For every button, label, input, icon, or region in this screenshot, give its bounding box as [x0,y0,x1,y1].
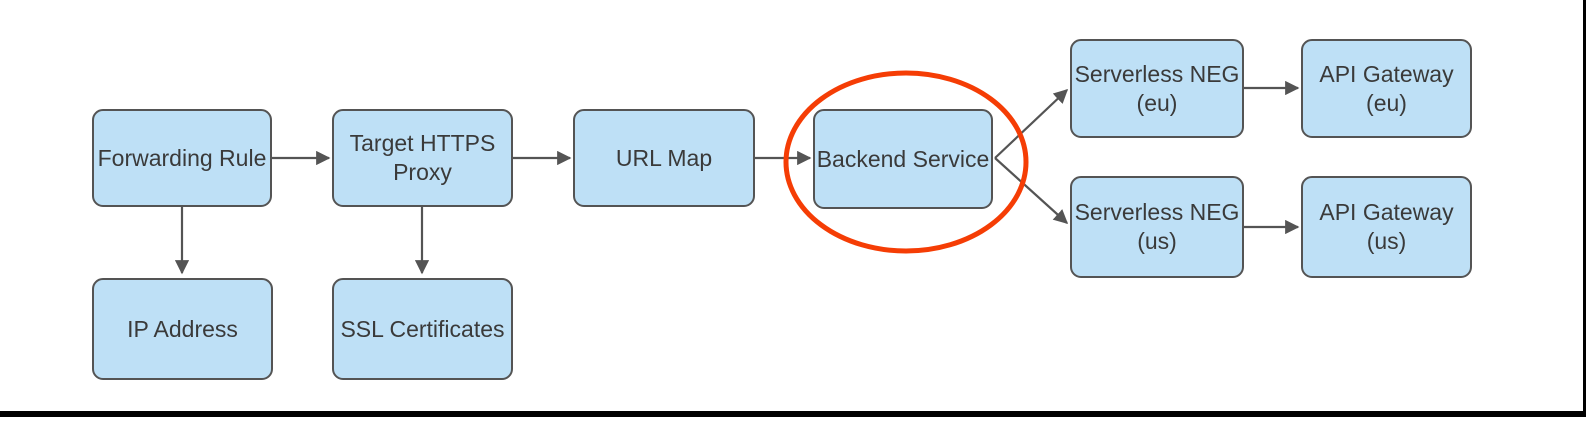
node-label: IP Address [127,315,238,342]
node-label: Target HTTPS [349,130,496,156]
node-label: API Gateway [1319,199,1454,225]
node-label: URL Map [615,144,713,171]
node-label: Serverless NEG [1074,60,1240,87]
node-label: (eu) [1366,89,1407,116]
node-label: API Gateway [1319,60,1454,87]
node-url-map: URL Map [573,109,755,207]
node-serverless-neg-us: Serverless NEG (us) [1070,176,1244,278]
frame-right-border [1583,0,1586,417]
node-ip-address: IP Address [92,278,273,380]
node-label: (us) [1137,228,1177,254]
node-serverless-neg-eu: Serverless NEG (eu) [1070,39,1244,138]
node-label: SSL Certificates [340,315,505,342]
arrow-backend-service-to-serverless-neg-eu [994,89,1069,159]
arrow-backend-service-to-serverless-neg-us [994,157,1069,224]
node-api-gateway-eu: API Gateway (eu) [1301,39,1472,138]
node-label: (eu) [1136,89,1178,116]
node-target-https-proxy: Target HTTPS Proxy [332,109,513,207]
node-label: (us) [1366,228,1407,254]
node-label: Serverless NEG [1074,199,1240,225]
node-label: Proxy [393,159,452,185]
node-backend-service: Backend Service [813,109,993,209]
frame-bottom-border [0,411,1586,417]
node-label: Forwarding Rule [97,144,267,171]
node-api-gateway-us: API Gateway (us) [1301,176,1472,278]
node-label: Backend Service [816,145,990,172]
node-forwarding-rule: Forwarding Rule [92,109,272,207]
node-ssl-certificates: SSL Certificates [332,278,513,380]
